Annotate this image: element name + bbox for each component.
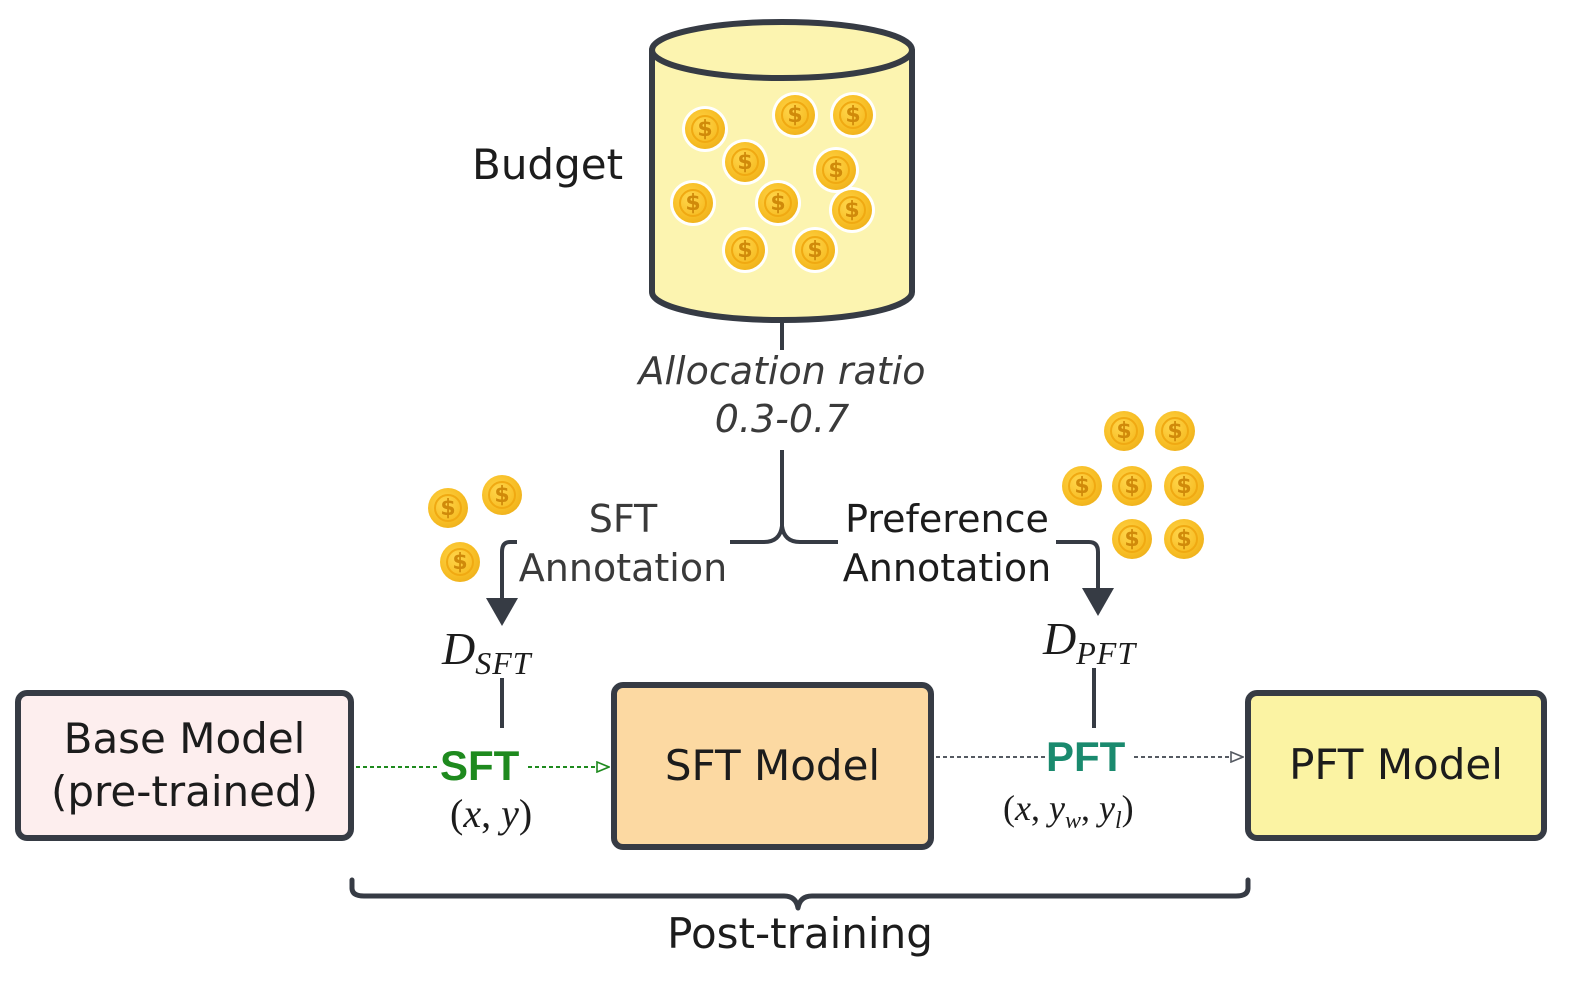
sft-annotation-label-2: Annotation <box>518 546 728 590</box>
pft-data-yl-sub: l <box>1114 808 1122 835</box>
pft-data-open: ( <box>1003 788 1015 828</box>
pft-data-yw-sub: w <box>1064 808 1081 835</box>
sft-annotation-label: SFT <box>588 497 658 541</box>
sft-data-comma: , <box>481 791 492 836</box>
dataset-sft-base: D <box>442 623 476 674</box>
coin-icon: $ <box>1104 411 1144 451</box>
coin-icon: $ <box>685 109 725 149</box>
allocation-ratio-value: 0.3-0.7 <box>714 397 850 441</box>
sft-data-x: x <box>463 791 482 836</box>
post-training-label: Post-training <box>667 909 933 958</box>
dataset-pft: DPFT <box>1043 613 1136 670</box>
dataset-sft: DSFT <box>442 623 532 680</box>
sft-annotation-arrow <box>500 540 517 600</box>
pft-data-comma: , <box>1030 788 1040 828</box>
coin-icon: $ <box>482 475 522 515</box>
sft-data-open: ( <box>450 791 464 836</box>
coin-icon: $ <box>1155 411 1195 451</box>
pft-edge-data: (x, yw, yl) <box>1003 790 1134 833</box>
sft-edge-data: (x, y) <box>450 794 532 834</box>
pft-data-x: x <box>1015 788 1031 828</box>
dataset-pft-base: D <box>1043 613 1077 664</box>
coin-icon: $ <box>440 542 480 582</box>
coin-icon: $ <box>832 190 872 230</box>
pref-annotation-label-2: Annotation <box>842 546 1052 590</box>
sft-model-box: SFT Model <box>611 682 934 850</box>
allocation-split <box>730 525 838 544</box>
dataset-sft-sub: SFT <box>475 645 532 681</box>
coin-icon: $ <box>1112 519 1152 559</box>
coin-icon: $ <box>795 230 835 270</box>
coin-icon: $ <box>673 183 713 223</box>
coin-icon: $ <box>1164 519 1204 559</box>
pft-data-yw: y <box>1048 788 1065 828</box>
pft-data-yl: y <box>1098 788 1115 828</box>
base-model-sublabel: (pre-trained) <box>50 766 319 816</box>
pref-annotation-arrowhead <box>1082 588 1114 616</box>
sft-data-close: ) <box>518 791 533 836</box>
base-model-box: Base Model (pre-trained) <box>15 690 354 841</box>
pft-data-comma-2: , <box>1080 788 1090 828</box>
post-training-brace <box>349 877 1251 911</box>
budget-cylinder <box>649 19 915 323</box>
pref-annotation-label: Preference <box>845 497 1049 541</box>
sft-data-y: y <box>501 791 519 836</box>
coin-icon: $ <box>725 230 765 270</box>
coin-icon: $ <box>428 488 468 528</box>
coin-icon: $ <box>816 150 856 190</box>
dataset-pft-sub: PFT <box>1076 635 1137 671</box>
budget-label: Budget <box>472 140 624 189</box>
coin-icon: $ <box>1112 466 1152 506</box>
base-model-label: Base Model <box>63 714 306 763</box>
sft-edge-label: SFT <box>440 742 520 789</box>
pref-annotation-arrow <box>1056 540 1100 590</box>
coin-icon: $ <box>775 95 815 135</box>
coin-icon: $ <box>1164 466 1204 506</box>
sft-model-label: SFT Model <box>664 740 881 790</box>
coin-icon: $ <box>725 142 765 182</box>
pft-data-close: ) <box>1121 788 1134 828</box>
sft-annotation-arrowhead <box>486 598 518 626</box>
allocation-ratio-label: Allocation ratio <box>638 349 926 393</box>
coin-icon: $ <box>833 95 873 135</box>
pft-model-label: PFT Model <box>1289 740 1503 790</box>
coin-icon: $ <box>1062 466 1102 506</box>
pft-model-box: PFT Model <box>1245 690 1547 841</box>
pft-edge-label: PFT <box>1046 733 1126 780</box>
coin-icon: $ <box>758 183 798 223</box>
